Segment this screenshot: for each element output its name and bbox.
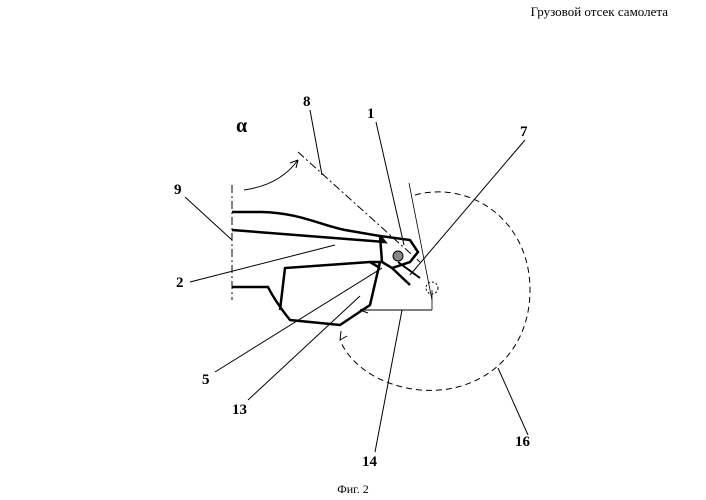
angle-arc — [243, 159, 299, 191]
rotation-arc — [339, 191, 531, 391]
leader-16 — [497, 367, 529, 436]
inclined-axis — [297, 151, 421, 263]
angle-arrowhead — [289, 159, 299, 169]
figure-caption: Фиг. 2 — [337, 482, 369, 496]
hinge-housing — [378, 234, 420, 270]
hinge-lever-2 — [397, 261, 421, 279]
label-13: 13 — [232, 402, 247, 418]
leader-8 — [309, 109, 323, 176]
label-1: 1 — [367, 106, 375, 122]
leader-5 — [214, 267, 383, 373]
lower-door — [232, 260, 382, 327]
angle-label: α — [236, 115, 247, 137]
leader-1 — [375, 121, 405, 246]
hinge-lever — [391, 267, 411, 286]
patent-diagram: α 8 1 7 9 2 5 13 14 16 — [174, 94, 531, 470]
upper-panel — [231, 210, 388, 244]
leader-14 — [374, 309, 403, 453]
label-9: 9 — [174, 182, 182, 198]
door-edge — [369, 260, 381, 270]
pivot-vertical — [408, 182, 433, 301]
label-7: 7 — [520, 124, 528, 140]
label-16: 16 — [515, 434, 531, 450]
dim-arrow-left — [359, 306, 369, 314]
label-8: 8 — [303, 94, 311, 110]
leader-7 — [409, 139, 526, 276]
label-14: 14 — [362, 454, 378, 470]
label-5: 5 — [202, 372, 210, 388]
arc-arrowhead — [339, 330, 348, 341]
leader-2 — [189, 244, 336, 283]
leader-9 — [184, 196, 233, 241]
document-title: Грузовой отсек самолета — [530, 4, 668, 19]
leader-13 — [247, 295, 361, 401]
hinge-pin — [392, 250, 404, 262]
label-2: 2 — [176, 275, 184, 291]
